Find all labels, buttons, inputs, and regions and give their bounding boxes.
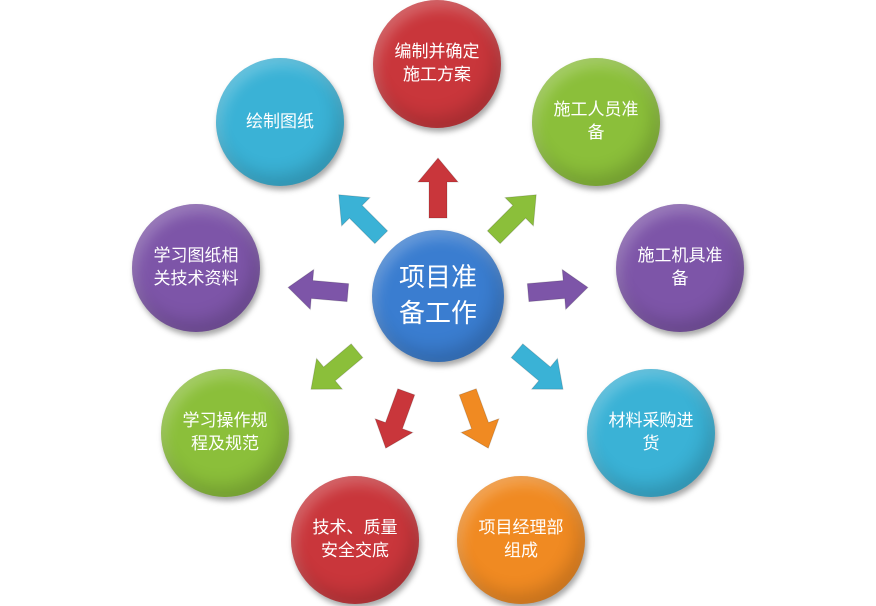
node-label: 材料采购进货 <box>608 411 694 454</box>
node-draw-drawings: 绘制图纸 <box>216 58 344 186</box>
node-label: 学习图纸相关技术资料 <box>153 246 239 289</box>
node-label: 技术、质量安全交底 <box>312 518 398 561</box>
node-label: 学习操作规程及规范 <box>182 411 268 454</box>
arrow-icon <box>458 388 500 449</box>
arrow-icon <box>287 268 350 311</box>
arrow-icon <box>510 343 564 390</box>
node-drawing-study: 学习图纸相关技术资料 <box>132 204 260 332</box>
arrow-icon <box>416 157 460 219</box>
node-prepare-plan: 编制并确定施工方案 <box>373 0 501 128</box>
node-staff-prep: 施工人员准备 <box>532 58 660 186</box>
node-machinery-prep: 施工机具准备 <box>616 204 744 332</box>
center-label: 项目准备工作 <box>398 263 477 329</box>
node-label: 项目经理部组成 <box>478 518 564 561</box>
node-tech-briefing: 技术、质量安全交底 <box>291 476 419 604</box>
arrow-icon <box>374 388 416 449</box>
center-node: 项目准备工作 <box>372 230 504 362</box>
arrow-icon <box>526 268 589 311</box>
node-label: 施工机具准备 <box>637 246 723 289</box>
node-label: 施工人员准备 <box>553 100 639 143</box>
arrow-icon <box>486 194 537 245</box>
arrow-icon <box>338 194 389 245</box>
node-label: 绘制图纸 <box>246 111 314 132</box>
node-material-purchase: 材料采购进货 <box>587 369 715 497</box>
node-operation-rules: 学习操作规程及规范 <box>161 369 289 497</box>
node-label: 编制并确定施工方案 <box>394 42 480 85</box>
arrow-icon <box>310 343 364 390</box>
node-project-dept: 项目经理部组成 <box>457 476 585 604</box>
